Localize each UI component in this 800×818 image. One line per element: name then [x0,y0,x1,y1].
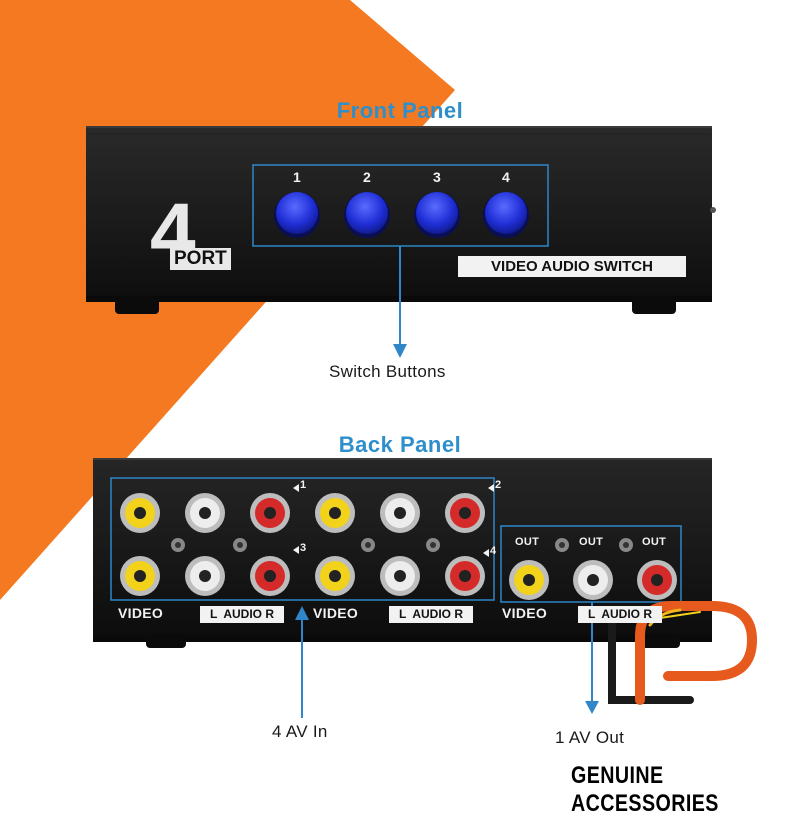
front-panel-title: Front Panel [336,98,464,123]
front-right-foot [632,298,676,314]
front-button-number-1: 1 [293,169,302,185]
back-input-marker-2: 2 [495,479,502,491]
front-switch-buttons [274,192,529,238]
back-panel-title: Back Panel [338,432,462,457]
av-in-label: 4 AV In [272,722,328,741]
brand-tagline: GENUINE ACCESSORIES [571,762,719,817]
back-input-marker-3: 3 [300,542,307,554]
product-photo [0,0,758,718]
out-label-video: OUT [515,536,540,548]
back-panel-device [93,458,712,648]
back-input-marker-4: 4 [490,545,497,557]
front-button-number-4: 4 [502,169,511,185]
back-video-label-2: VIDEO [313,605,359,621]
front-button-number-3: 3 [433,169,442,185]
front-left-foot [115,298,159,314]
rca-input-jacks [120,493,485,596]
front-button-number-2: 2 [363,169,372,185]
av-in-callout [295,606,309,718]
back-right-foot [640,634,680,648]
back-audio-label-2: L AUDIO R [389,606,473,623]
back-video-label-1: VIDEO [118,605,164,621]
back-input-marker-1: 1 [300,479,307,491]
back-audio-label-1: L AUDIO R [200,606,284,623]
back-audio-label-out: L AUDIO R [578,606,662,623]
av-out-label: 1 AV Out [555,728,625,747]
out-label-right: OUT [642,536,667,548]
out-label-left: OUT [579,536,604,548]
rca-output-jacks [509,538,677,600]
front-product-label: VIDEO AUDIO SWITCH [458,256,686,277]
switch-buttons-callout [393,246,407,358]
input-marker-triangles [293,484,494,557]
back-left-foot [146,634,186,648]
back-video-label-out: VIDEO [502,605,548,621]
back-input-frame [110,477,495,601]
front-logo-word: PORT [170,248,231,270]
switch-buttons-label: Switch Buttons [329,362,446,381]
